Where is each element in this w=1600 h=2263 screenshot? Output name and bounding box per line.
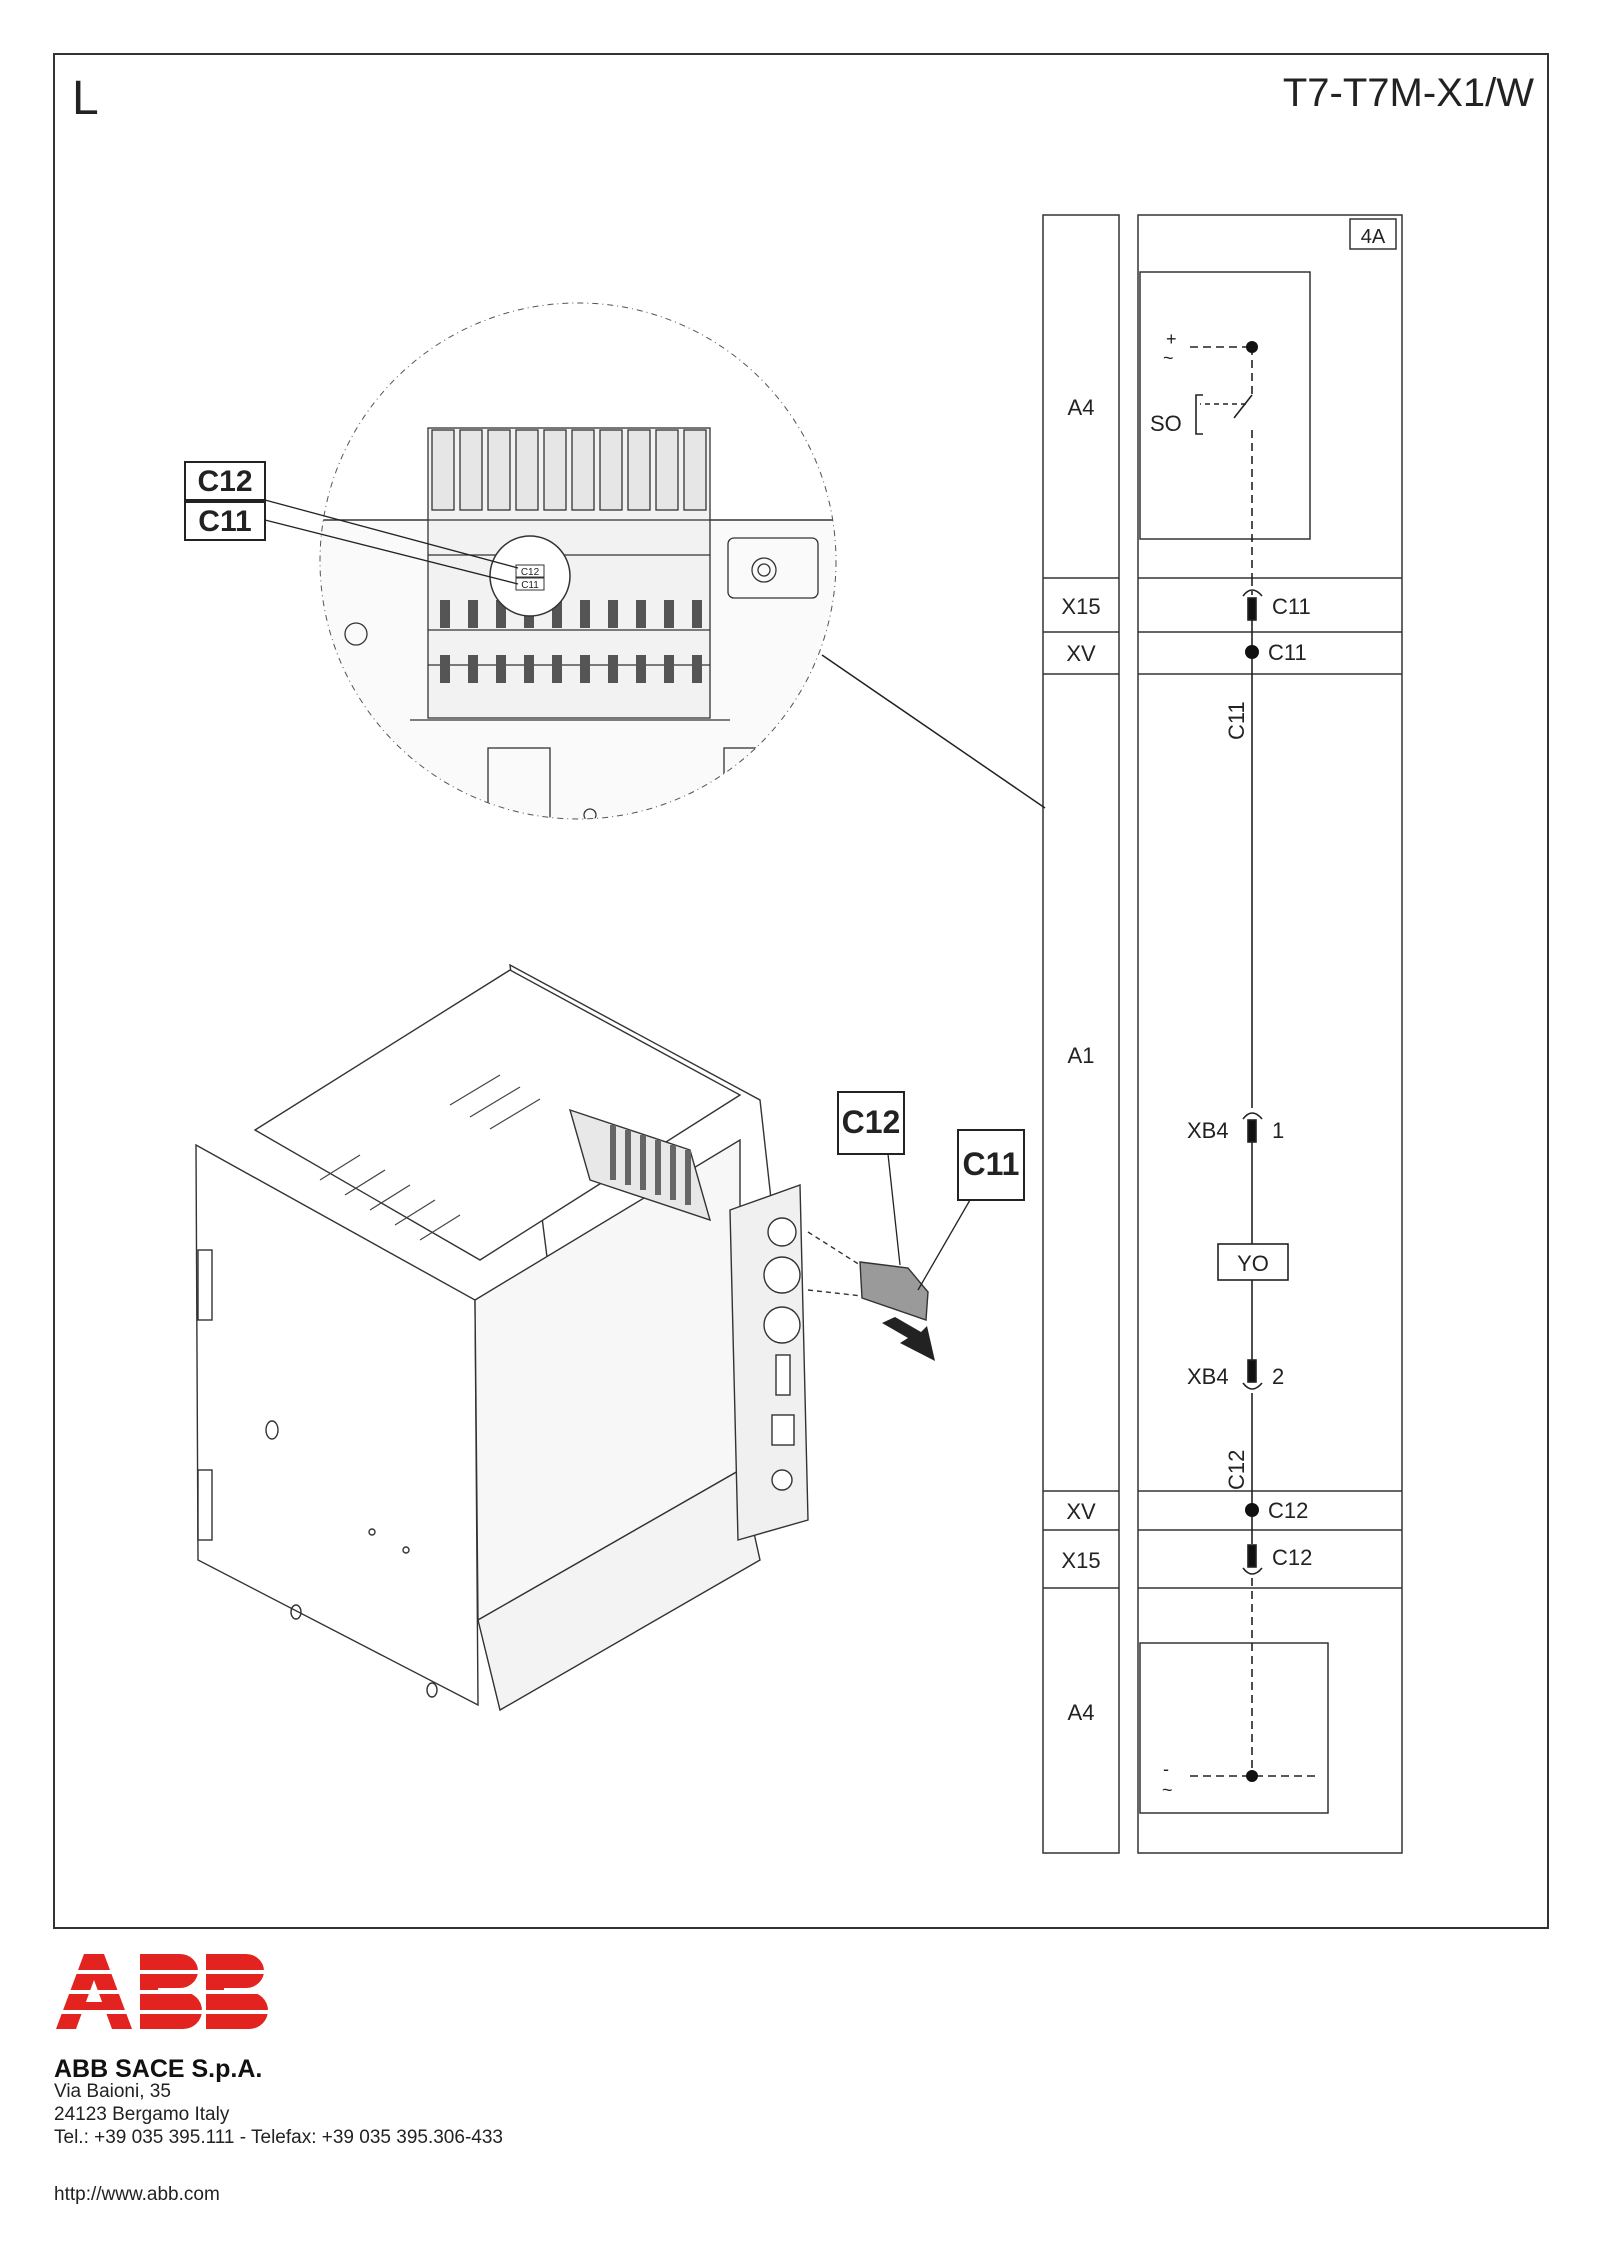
tilde-sign-top: ~: [1163, 348, 1174, 368]
company-name: ABB SACE S.p.A.: [54, 2055, 263, 2083]
row-label-xv-top: XV: [1066, 641, 1096, 666]
website-link[interactable]: http://www.abb.com: [54, 2184, 220, 2205]
node-dot: [1246, 1770, 1258, 1782]
xv-top-terminal: [1245, 645, 1259, 659]
sheet-letter: L: [72, 72, 99, 125]
row-label-a4-bottom: A4: [1068, 1700, 1095, 1725]
xb4-label-2: XB4: [1187, 1364, 1229, 1389]
schematic-labels: 4A A4 X15 XV A1 XV X15 A4: [1061, 226, 1385, 1725]
so-label: SO: [1150, 411, 1182, 436]
insert-arrow: [882, 1317, 935, 1361]
xb4-pin-2: 2: [1272, 1364, 1284, 1389]
sheet-frame: [53, 53, 1549, 1929]
plus-sign: +: [1166, 329, 1177, 349]
abb-logo: [54, 1954, 274, 2029]
detail-view: C12 C11: [319, 302, 837, 820]
callout-c11-part: C11: [963, 1146, 1020, 1182]
node-dot: [1246, 341, 1258, 353]
tilde-sign-bottom: ~: [1162, 1780, 1173, 1800]
circuit-text: + ~ SO C11 C11 C11 XB4 1 YO XB4 2 C12 C1…: [1150, 329, 1312, 1800]
detail-leader-line: [821, 654, 1046, 809]
xv-top-conn: C11: [1268, 640, 1307, 665]
xv-bottom-conn: C12: [1268, 1498, 1308, 1523]
circuit-dots: [1245, 341, 1259, 1782]
x15-bottom-conn: C12: [1272, 1545, 1312, 1570]
detail-callouts: C12 C11: [184, 461, 519, 585]
yo-label: YO: [1237, 1251, 1269, 1276]
wire-label-bottom: C12: [1224, 1450, 1249, 1490]
phone-line: Tel.: +39 035 395.111 - Telefax: +39 035…: [54, 2127, 503, 2148]
row-label-a1: A1: [1068, 1043, 1095, 1068]
address-line-2: 24123 Bergamo Italy: [54, 2104, 230, 2125]
row-label-a4-top: A4: [1068, 395, 1095, 420]
callout-c12-part: C12: [842, 1104, 901, 1140]
part-callouts: C12 C11: [837, 1091, 1025, 1291]
row-label-x15-bottom: X15: [1061, 1548, 1100, 1573]
callout-c11-detail: C11: [198, 505, 251, 538]
wire-label-top: C11: [1224, 701, 1249, 740]
address-line-1: Via Baioni, 35: [54, 2081, 171, 2102]
xb4-label-1: XB4: [1187, 1118, 1229, 1143]
row-label-x15-top: X15: [1061, 594, 1100, 619]
mini-label-top: C12: [521, 567, 540, 578]
drawing-title: T7-T7M-X1/W: [1283, 71, 1534, 115]
xb4-pin-1: 1: [1272, 1118, 1284, 1143]
schematic: [1042, 214, 1403, 1854]
mini-label-bottom: C11: [521, 580, 539, 591]
row-label-xv-bottom: XV: [1066, 1499, 1096, 1524]
sheet-ref-label: 4A: [1361, 226, 1386, 248]
xv-bottom-terminal: [1245, 1503, 1259, 1517]
arrow-icon: [882, 1317, 935, 1361]
detail-circle: [319, 302, 837, 820]
callout-c12-detail: C12: [197, 465, 252, 498]
x15-top-conn: C11: [1272, 594, 1311, 619]
minus-sign: -: [1163, 1759, 1169, 1779]
breaker-illustration: [195, 963, 929, 1712]
